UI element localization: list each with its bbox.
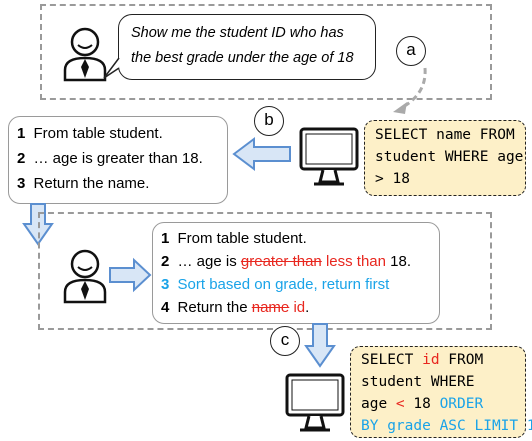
step-number: 3	[17, 175, 26, 192]
query-line-1: Show me the student ID who has	[131, 25, 344, 41]
step-text: … age is greater than 18.	[33, 150, 203, 167]
corrected-step-4: 4 Return the name id.	[161, 295, 309, 320]
query-line-2: the best grade under the age of 18	[131, 50, 354, 66]
step-text: Return the name.	[33, 175, 150, 192]
step-text: From table student.	[33, 125, 163, 142]
user-icon	[63, 27, 107, 82]
step-text-suffix: 18.	[386, 253, 412, 270]
arrow-right-icon	[109, 257, 152, 293]
step-number: 1	[161, 230, 170, 247]
corrected-step-2: 2 … age is greater than less than 18.	[161, 249, 411, 274]
step-number: 1	[17, 125, 26, 142]
label-b: b	[254, 106, 284, 136]
step-text: … age is	[177, 253, 241, 270]
bubble-tail	[103, 57, 120, 79]
step-text-suffix: .	[305, 299, 310, 316]
sql-added-id: id	[422, 352, 440, 368]
corrected-explanation-box: 1 From table student. 2 … age is greater…	[152, 222, 440, 324]
computer-icon	[285, 373, 345, 432]
computer-icon	[299, 127, 359, 186]
sql-final-line-2: student WHERE	[361, 374, 475, 390]
sql-changed-operator: <	[395, 396, 405, 412]
user-icon	[63, 249, 107, 304]
step-text: Return the	[177, 299, 252, 316]
user-query-region	[40, 4, 492, 100]
added-text: id	[293, 299, 306, 316]
sql-initial-box: SELECT name FROM student WHERE age > 18	[364, 120, 526, 196]
step-number: 3	[161, 276, 170, 293]
removed-text: name	[251, 299, 290, 316]
sql-added-order: ORDER	[439, 396, 484, 412]
step-number: 4	[161, 299, 170, 316]
sql-final-line-4: BY grade ASC LIMIT 1	[361, 418, 532, 434]
sql-initial-line-2: student WHERE age	[375, 149, 524, 165]
step-number: 2	[17, 150, 26, 167]
explanation-step-1: 1 From table student.	[17, 121, 163, 146]
step-number: 2	[161, 253, 170, 270]
added-text: less than	[325, 253, 386, 270]
label-a: a	[396, 36, 426, 66]
step-text: From table student.	[177, 230, 307, 247]
sql-final-box: SELECT id FROM student WHERE age < 18 OR…	[350, 346, 532, 438]
arrow-left-icon	[232, 137, 291, 171]
corrected-step-1: 1 From table student.	[161, 226, 307, 251]
arrow-down-icon	[304, 323, 336, 368]
sql-initial-line-3: > 18	[375, 171, 410, 187]
explanation-box: 1 From table student. 2 … age is greater…	[8, 116, 228, 204]
sql-final-line-3: age < 18 ORDER	[361, 396, 484, 412]
curved-dashed-arrow-icon	[393, 67, 427, 114]
query-bubble: Show me the student ID who has the best …	[118, 14, 376, 80]
correction-region	[38, 212, 492, 330]
explanation-step-2: 2 … age is greater than 18.	[17, 146, 203, 171]
removed-text: greater than	[240, 253, 322, 270]
sql-final-line-1: SELECT id FROM	[361, 352, 484, 368]
label-c: c	[270, 326, 300, 356]
explanation-step-3: 3 Return the name.	[17, 171, 149, 196]
added-step-text: Sort based on grade, return first	[177, 276, 390, 293]
sql-initial-line-1: SELECT name FROM	[375, 127, 515, 143]
corrected-step-3: 3 Sort based on grade, return first	[161, 272, 389, 297]
